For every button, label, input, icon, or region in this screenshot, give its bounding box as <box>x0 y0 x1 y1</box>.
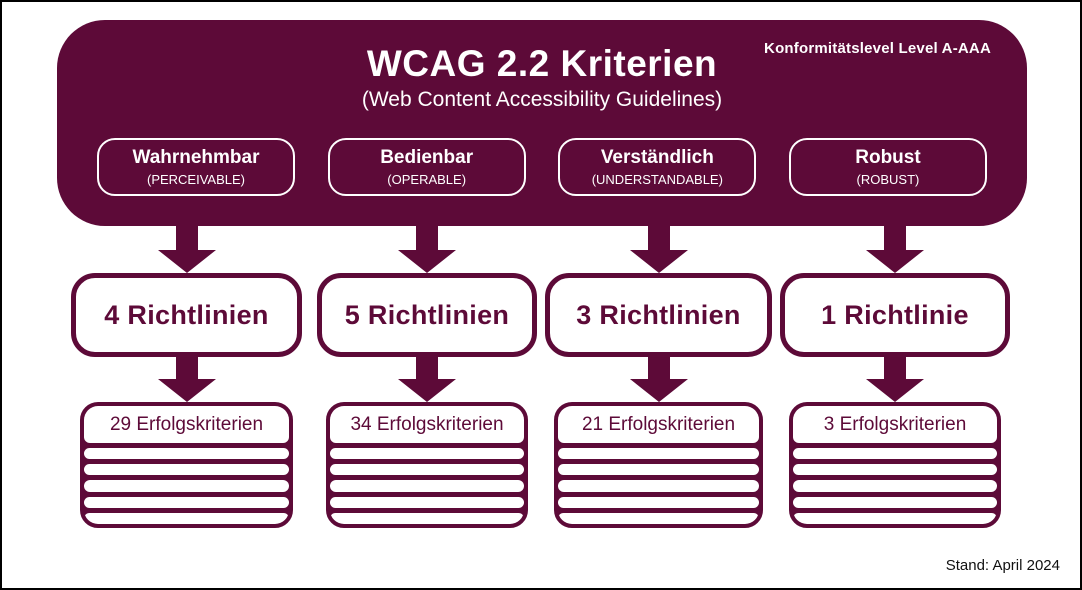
principle-name: Verständlich <box>600 147 714 168</box>
main-title: WCAG 2.2 Kriterien <box>366 43 718 84</box>
criteria-stripe <box>793 448 997 460</box>
criteria-stripe <box>558 464 759 476</box>
principle-pill-bedienbar: Bedienbar (OPERABLE) <box>327 138 526 196</box>
subtitle: (Web Content Accessibility Guidelines) <box>361 87 723 111</box>
principle-english-name: (UNDERSTANDABLE) <box>591 172 723 187</box>
down-arrow-icon <box>629 226 688 273</box>
down-arrow-icon <box>157 226 216 273</box>
criteria-stripe <box>330 480 524 492</box>
criteria-stripe <box>84 496 289 508</box>
column-bedienbar: 5 Richtlinien 34 Erfolgskriterien <box>317 226 537 528</box>
principle-name: Wahrnehmbar <box>132 147 260 168</box>
success-criteria-label: 3 Erfolgskriterien <box>793 406 997 443</box>
header-panel: Konformitätslevel Level A-AAA WCAG 2.2 K… <box>57 20 1027 226</box>
criteria-stripe <box>558 496 759 508</box>
guidelines-box: 1 Richtlinie <box>780 273 1010 357</box>
criteria-stripe <box>558 512 759 524</box>
guidelines-box: 4 Richtlinien <box>71 273 302 357</box>
success-criteria-box: 21 Erfolgskriterien <box>554 402 763 528</box>
principle-pill-wahrnehmbar: Wahrnehmbar (PERCEIVABLE) <box>97 138 295 196</box>
down-arrow-icon <box>629 357 688 402</box>
principle-english-name: (OPERABLE) <box>387 172 467 187</box>
criteria-stripe <box>330 512 524 524</box>
principle-english-name: (PERCEIVABLE) <box>146 172 245 187</box>
column-robust: 1 Richtlinie 3 Erfolgskriterien <box>780 226 1010 528</box>
guidelines-box: 5 Richtlinien <box>317 273 537 357</box>
success-criteria-box: 3 Erfolgskriterien <box>789 402 1001 528</box>
success-criteria-box: 34 Erfolgskriterien <box>326 402 528 528</box>
success-criteria-label: 34 Erfolgskriterien <box>330 406 524 443</box>
criteria-stripe <box>84 512 289 524</box>
principle-pill-verstaendlich: Verständlich (UNDERSTANDABLE) <box>558 138 757 196</box>
success-criteria-label: 21 Erfolgskriterien <box>558 406 759 443</box>
criteria-stripe <box>330 448 524 460</box>
criteria-stripe <box>330 464 524 476</box>
down-arrow-icon <box>157 357 216 402</box>
principle-name: Bedienbar <box>380 147 474 168</box>
column-wahrnehmbar: 4 Richtlinien 29 Erfolgskriterien <box>71 226 302 528</box>
criteria-stripe <box>793 480 997 492</box>
principle-pill-robust: Robust (ROBUST) <box>788 138 987 196</box>
success-criteria-box: 29 Erfolgskriterien <box>80 402 293 528</box>
column-verstaendlich: 3 Richtlinien 21 Erfolgskriterien <box>545 226 772 528</box>
conformance-level-note: Konformitätslevel Level A-AAA <box>764 40 991 57</box>
criteria-stripe <box>793 512 997 524</box>
date-note: Stand: April 2024 <box>945 557 1060 574</box>
criteria-stripe <box>84 480 289 492</box>
criteria-stripe <box>84 464 289 476</box>
criteria-stripe <box>84 448 289 460</box>
down-arrow-icon <box>398 226 456 273</box>
down-arrow-icon <box>866 226 924 273</box>
success-criteria-label: 29 Erfolgskriterien <box>84 406 289 443</box>
criteria-stripe <box>793 496 997 508</box>
guidelines-box: 3 Richtlinien <box>545 273 772 357</box>
principle-english-name: (ROBUST) <box>856 172 920 187</box>
down-arrow-icon <box>866 357 924 402</box>
criteria-stripe <box>330 496 524 508</box>
criteria-stripe <box>558 480 759 492</box>
down-arrow-icon <box>398 357 456 402</box>
criteria-stripe <box>793 464 997 476</box>
criteria-stripe <box>558 448 759 460</box>
principle-name: Robust <box>855 147 921 168</box>
principles-row: Wahrnehmbar (PERCEIVABLE) Bedienbar (OPE… <box>57 138 1027 196</box>
